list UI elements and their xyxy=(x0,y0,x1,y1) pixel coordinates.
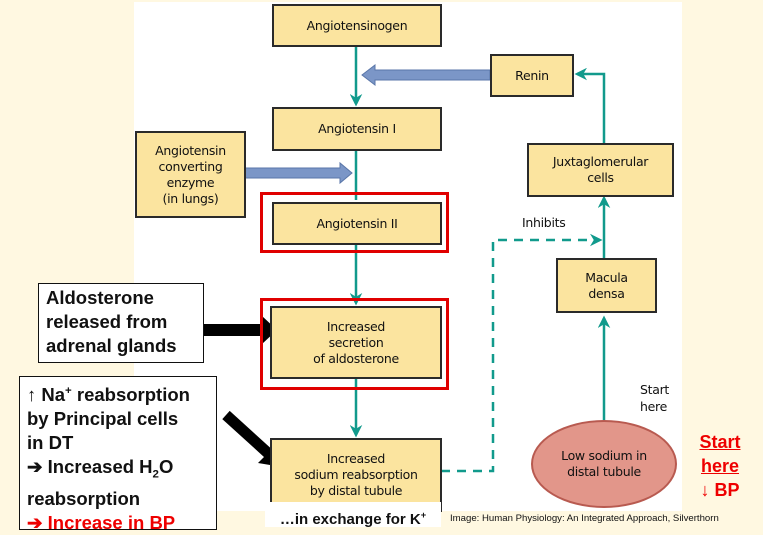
callout-effects-line-4: ➔ Increased H2O xyxy=(27,455,216,487)
callout-aldosterone-line: adrenal glands xyxy=(46,335,177,356)
callout-effects-line-2: by Principal cells xyxy=(27,408,179,430)
start-here-small-line: here xyxy=(640,399,667,414)
sodium-symbol: Na xyxy=(41,384,66,406)
node-sodium-reabsorption: Increased sodium reabsorption by distal … xyxy=(270,438,442,512)
node-angiotensin-2-label: Angiotensin II xyxy=(316,215,398,231)
flow-arrow-jg-to-renin xyxy=(574,67,606,143)
node-ace-line: Angiotensin xyxy=(155,142,226,158)
node-aldosterone-line: of aldosterone xyxy=(313,350,399,366)
node-low-sodium-line: distal tubule xyxy=(567,464,641,479)
bp-label: BP xyxy=(714,480,740,500)
exchange-note: …in exchange for K+ xyxy=(265,502,441,528)
ace-enzyme-arrow xyxy=(244,161,353,185)
sodium-charge: + xyxy=(65,385,72,397)
node-angiotensinogen: Angiotensinogen xyxy=(272,4,442,47)
arrow-up-icon: ↑ xyxy=(27,384,37,406)
callout-effects-line-5: reabsorption xyxy=(27,487,141,509)
node-ace: Angiotensin converting enzyme (in lungs) xyxy=(135,131,246,218)
start-here-big-line-3: ↓ BP xyxy=(680,478,760,502)
node-juxtaglomerular: Juxtaglomerular cells xyxy=(527,143,674,197)
callout-effects-text: Increased H xyxy=(47,456,153,478)
callout-effects-line-1: ↑ Na+ reabsorption xyxy=(27,379,216,407)
start-here-small-line: Start xyxy=(640,382,670,397)
renin-enzyme-arrow xyxy=(361,63,491,87)
node-macula-densa: Macula densa xyxy=(556,258,657,313)
start-here-big-line: here xyxy=(700,456,740,476)
node-ace-line: (in lungs) xyxy=(162,190,219,206)
inhibits-dashed-arrow xyxy=(441,233,603,473)
exchange-note-text: …in exchange for K xyxy=(279,511,421,528)
node-sodium-line: Increased xyxy=(326,451,386,466)
node-sodium-line: by distal tubule xyxy=(309,483,403,498)
node-ace-line: converting xyxy=(158,158,223,174)
node-macula-line: densa xyxy=(588,285,625,301)
node-ace-line: enzyme xyxy=(166,174,215,190)
callout-effects-line-3: in DT xyxy=(27,432,74,454)
callout-effects-text: reabsorption xyxy=(76,384,190,406)
arrow-down-icon: ↓ xyxy=(700,480,710,500)
node-aldosterone-line: secretion xyxy=(328,334,384,350)
highlight-frame-aldosterone xyxy=(260,298,449,390)
callout-aldosterone: Aldosterone released from adrenal glands xyxy=(38,283,204,363)
potassium-charge: + xyxy=(420,510,427,520)
start-here-big-line: Start xyxy=(699,432,741,452)
node-angiotensin-1-label: Angiotensin I xyxy=(318,121,396,136)
callout-aldosterone-line: released from xyxy=(46,311,168,332)
start-here-big: Start here ↓ BP xyxy=(680,430,760,502)
node-low-sodium: Low sodium in distal tubule xyxy=(531,420,677,508)
aldosterone-callout-arrow xyxy=(203,316,277,344)
node-jg-line: Juxtaglomerular xyxy=(552,154,649,169)
node-low-sodium-line: Low sodium in xyxy=(561,448,647,463)
inhibits-label: Inhibits xyxy=(522,215,566,230)
image-citation: Image: Human Physiology: An Integrated A… xyxy=(450,513,719,524)
water-subscript: 2 xyxy=(152,468,159,481)
node-macula-line: Macula xyxy=(585,269,628,285)
node-jg-line: cells xyxy=(587,170,614,185)
node-aldosterone-secretion: Increased secretion of aldosterone xyxy=(270,306,442,379)
callout-effects-text: O xyxy=(158,456,174,478)
callout-effects-line-6: ➔ Increase in BP xyxy=(27,511,176,533)
start-here-small-label: Start here xyxy=(640,381,669,415)
arrow-right-icon: ➔ xyxy=(27,456,43,478)
node-renin-label: Renin xyxy=(515,67,549,83)
node-aldosterone-line: Increased xyxy=(326,318,386,334)
node-angiotensin-1: Angiotensin I xyxy=(272,107,442,151)
highlight-frame-angiotensin-2 xyxy=(260,192,449,253)
node-sodium-line: sodium reabsorption xyxy=(294,467,418,482)
node-angiotensin-2: Angiotensin II xyxy=(272,202,442,245)
callout-aldosterone-line: Aldosterone xyxy=(46,287,154,308)
node-angiotensinogen-label: Angiotensinogen xyxy=(306,17,408,33)
node-renin: Renin xyxy=(490,54,574,97)
callout-effects: ↑ Na+ reabsorption by Principal cells in… xyxy=(19,376,217,533)
